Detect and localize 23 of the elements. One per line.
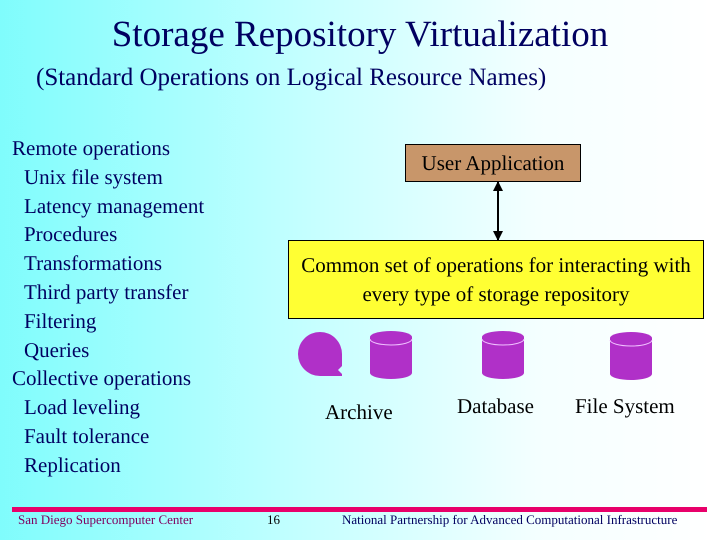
storage-label: Database xyxy=(457,394,534,418)
list-item: Remote operations xyxy=(12,136,170,160)
footer-text: San Diego Supercomputer Center xyxy=(18,513,194,528)
storage-label: Archive xyxy=(325,400,393,424)
slide-title: Storage Repository Virtualization xyxy=(110,14,610,57)
list-item: Procedures xyxy=(24,222,118,246)
process-box: Common set of operations for interacting with every type of storage repository xyxy=(288,240,704,319)
list-item: Latency management xyxy=(24,194,204,218)
list-item: Fault tolerance xyxy=(24,424,150,448)
list-item: Load leveling xyxy=(24,395,140,420)
list-item: Collective operations xyxy=(12,366,192,390)
slide-subtitle: (Standard Operations on Logical Resource Names) xyxy=(36,64,546,93)
footer-text: National Partnership for Advanced Computational Infrastructure xyxy=(342,513,678,528)
list-item: Unix file system xyxy=(24,165,163,190)
list-item: Third party transfer xyxy=(24,280,188,304)
list-item: Filtering xyxy=(24,309,96,334)
arrow xyxy=(493,181,503,241)
process-box: User Application xyxy=(405,144,581,182)
list-item: Replication xyxy=(24,453,121,478)
list-item: Queries xyxy=(24,338,90,362)
list-item: Transformations xyxy=(24,251,162,276)
page-number: 16 xyxy=(267,513,280,528)
storage-label: File System xyxy=(575,394,675,418)
